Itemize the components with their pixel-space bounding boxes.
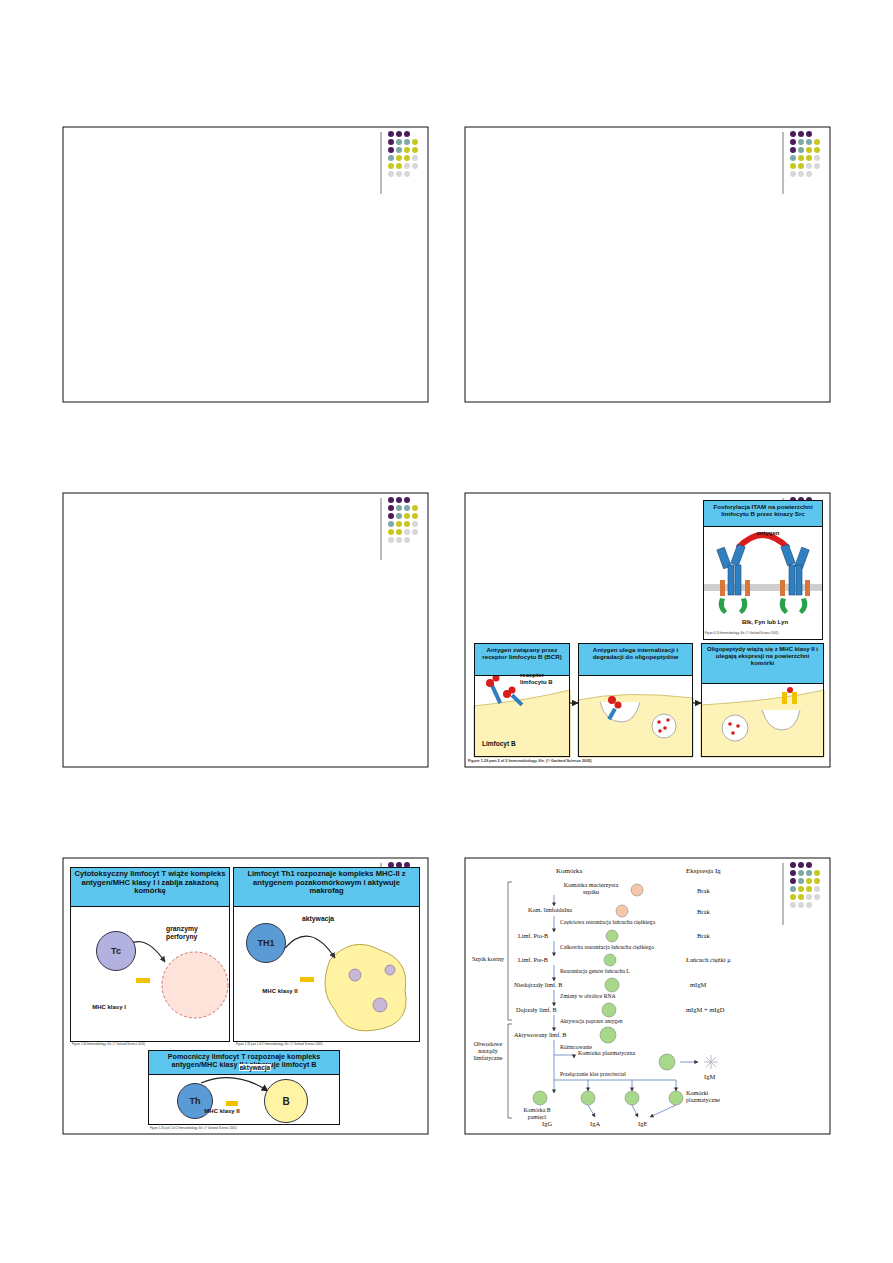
panel-heading: Cytotoksyczny limfocyt T wiąże kompleks … xyxy=(71,868,229,907)
arrow-connector xyxy=(570,702,578,703)
cell-name: B xyxy=(282,1096,289,1107)
text-label: Obwodowe narządy limfatyczne xyxy=(468,1040,508,1061)
cell-name: TH1 xyxy=(257,938,274,948)
figure-credit: Figure 1-30 Immunobiology, 6/e. (© Garla… xyxy=(72,1043,222,1046)
text-label: mIgM xyxy=(690,981,706,988)
text-label: Całkowita rearanżacja łańcucha ciężkiego xyxy=(560,944,654,950)
text-label: Komórka B pamięci xyxy=(520,1107,554,1120)
text-label: MHC klasy II xyxy=(204,1108,240,1115)
figure-panel: Oligopeptydy wiążą się z MHC klasy II i … xyxy=(701,643,824,757)
figure-credit: Figure 1-29 part 2 of 2 Immunobiology, 6… xyxy=(468,759,688,763)
text-label: aktywacja xyxy=(302,915,352,923)
panel-heading: Antygen związany przez receptor limfocyt… xyxy=(475,644,569,676)
cell-circle: TH1 xyxy=(246,923,286,963)
text-label: IgA xyxy=(590,1120,600,1127)
text-label: Komórka xyxy=(556,867,582,875)
text-label: Różnicowanie xyxy=(560,1044,592,1050)
panel-heading: Oligopeptydy wiążą się z MHC klasy II i … xyxy=(702,644,823,684)
figure-panel: Cytotoksyczny limfocyt T wiąże kompleks … xyxy=(70,867,230,1042)
panel-heading: Antygen ulega internalizacji i degradacj… xyxy=(579,644,692,676)
text-label: granzymy perforyny xyxy=(166,925,226,941)
arrow-connector xyxy=(201,1078,268,1091)
panel-heading: Fosforylacja ITAM na powierzchni limfocy… xyxy=(704,501,822,527)
text-label: Dojrzały limf. B xyxy=(516,1006,557,1013)
text-label: Przełączanie klas przeciwciał xyxy=(560,1071,626,1077)
cell-circle: B xyxy=(264,1079,308,1123)
text-label: antygen xyxy=(748,530,788,537)
text-label: Komórka macierzysta szpiku xyxy=(560,881,622,895)
text-label: Limf. Pro-B xyxy=(518,932,548,939)
text-label: Zmiany w obróbce RNA xyxy=(560,993,615,999)
text-label: Aktywowany limf. B xyxy=(514,1031,566,1038)
figure-credit: Figure 6-10 Immunobiology, 6/e. (© Garla… xyxy=(705,632,821,635)
text-label: Blk, Fyn lub Lyn xyxy=(720,619,810,626)
figure-credit: Figure 1-31 part 1 of 2 Immunobiology, 6… xyxy=(236,1043,406,1046)
text-label: mIgM + mIgD xyxy=(686,1006,724,1013)
text-label: receptor limfocytu B xyxy=(520,672,568,686)
text-label: Limf. Pre-B xyxy=(518,956,548,963)
figure-panel: Pomocniczy limfocyt T rozpoznaje komplek… xyxy=(148,1050,340,1125)
text-label: Brak xyxy=(697,887,710,894)
text-label: IgE xyxy=(638,1120,647,1127)
cell-circle: Tc xyxy=(96,931,136,971)
text-label: Częściowa rearanżacja łańcucha ciężkiego xyxy=(560,919,655,925)
edge-label: aktywacja xyxy=(239,1064,272,1071)
text-label: Brak xyxy=(697,932,710,939)
text-label: Komórki plazmatyczne xyxy=(686,1089,730,1103)
text-label: MHC klasy I xyxy=(92,1004,126,1011)
text-label: Rearanżacja genów łańcucha L xyxy=(560,968,630,974)
text-label: IgM xyxy=(704,1073,715,1080)
text-label: Szpik kostny xyxy=(470,955,506,962)
text-label: IgG xyxy=(542,1120,552,1127)
text-label: Ekspresja Ig xyxy=(686,867,721,875)
cell-name: Th xyxy=(190,1096,201,1106)
figure-panel: Limfocyt Th1 rozpoznaje kompleks MHC-II … xyxy=(233,867,420,1042)
text-label: MHC klasy II xyxy=(262,988,298,995)
text-label: Niedojrzały limf. B xyxy=(514,981,562,988)
text-label: Brak xyxy=(697,908,710,915)
arrow-connector xyxy=(693,702,701,703)
text-label: Limfocyt B xyxy=(482,740,542,747)
text-label: Komórka plazmatyczna xyxy=(578,1050,635,1057)
panel-heading: Limfocyt Th1 rozpoznaje kompleks MHC-II … xyxy=(234,868,419,907)
figure-panel: Antygen ulega internalizacji i degradacj… xyxy=(578,643,693,757)
figure-credit: Figure 1-31 part 2 of 2 Immunobiology, 6… xyxy=(150,1127,320,1130)
cell-name: Tc xyxy=(111,946,121,956)
text-label: Aktywacja poprzez antygen xyxy=(560,1018,622,1024)
figure-panel: Antygen związany przez receptor limfocyt… xyxy=(474,643,570,757)
text-label: Kom. limfoidalna xyxy=(528,906,572,913)
text-label: Łańcuch ciężki μ xyxy=(686,956,731,963)
